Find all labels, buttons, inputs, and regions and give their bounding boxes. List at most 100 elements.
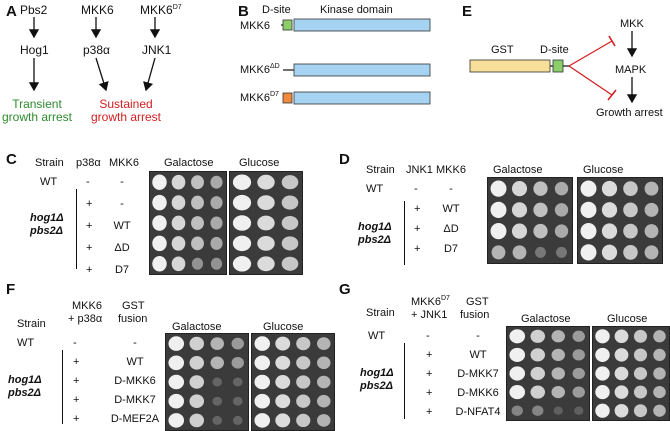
c-plate-galactose-colony [210, 236, 223, 250]
inhibit-line-mkk [568, 40, 613, 67]
f-header-mkk6: MKK6 [72, 300, 102, 312]
g-plate-glucose-colony [595, 347, 610, 362]
panelf-row-0-col1: - [73, 337, 77, 349]
c-plate-glucose-colony [232, 215, 252, 231]
g-plate-glucose-colony [633, 404, 648, 418]
f-plate-glucose-colony [317, 375, 331, 389]
f-plate-glucose-colony [254, 355, 271, 371]
panelc-row-4-col2: D7 [114, 264, 130, 276]
f-strain-hog1: hog1Δ [8, 374, 42, 386]
f-plate-glucose-colony [275, 394, 291, 409]
g-plate-glucose-colony [595, 329, 610, 344]
d-plate-galactose-colony [490, 180, 507, 197]
d-strain-hog1: hog1Δ [358, 221, 392, 233]
d-plate-glucose-colony [601, 202, 618, 218]
d-header-strain: Strain [366, 164, 395, 176]
c-plate-galactose-colony [171, 215, 186, 231]
construct-mkk6-d7: MKK6D7 [240, 91, 279, 104]
f-plate-galactose-colony [210, 356, 224, 370]
g-plate-galactose-colony [551, 330, 565, 343]
panelg-row-1-col1: + [426, 349, 433, 361]
gst-box [469, 59, 551, 73]
g-plate-glucose-colony [653, 367, 666, 380]
c-strain-hog1: hog1Δ [30, 212, 64, 224]
f-header-gst: GST [122, 300, 145, 312]
d-plate-glucose-colony [623, 223, 638, 239]
d-plate-galactose-colony [490, 223, 507, 240]
panel-e-letter: E [462, 3, 473, 20]
f-plate-galactose-colony [189, 375, 205, 389]
c-header-strain: Strain [35, 157, 64, 169]
d-bracket [404, 201, 405, 265]
f-plate-glucose-colony [254, 393, 271, 409]
paneld-row-2-col2: ΔD [443, 223, 459, 235]
f-plate-galactose-colony [232, 377, 243, 387]
g-header-mkk6d7: MKK6D7 [411, 295, 450, 308]
d-plate-galactose [487, 177, 573, 264]
f-plate-galactose-colony [232, 415, 243, 425]
d-plate-galactose-colony [556, 246, 567, 258]
g-plate-galactose [506, 326, 590, 421]
g-plate-glucose [592, 326, 670, 421]
g-plate-galactose-colony [572, 330, 585, 342]
c-plate-galactose-colony [171, 195, 186, 210]
panel-d-letter: D [339, 151, 350, 168]
g-plate-glucose-colony [653, 404, 666, 417]
paneld-row-3-col1: + [414, 243, 421, 255]
mkk-label: MKK [620, 18, 644, 30]
g-header-fusion: fusion [460, 309, 490, 321]
g-plate-galactose-colony [509, 347, 526, 362]
c-strain-pbs2: pbs2Δ [30, 225, 64, 237]
panelf-row-3-col2: D-MKK7 [114, 394, 156, 406]
c-plate-glucose-colony [257, 195, 275, 211]
d-plate-galactose-colony [511, 223, 528, 239]
arrow-jnk1-sustained [143, 57, 156, 92]
f-plate-glucose-colony [275, 336, 291, 351]
c-plate-glucose-colony [281, 175, 299, 190]
f-plate-glucose-colony [317, 394, 331, 408]
f-plate-galactose-colony [189, 355, 205, 370]
paneld-row-3-col2: D7 [443, 243, 459, 255]
panelg-row-0-col1: - [426, 330, 430, 342]
paneld-row-2-col1: + [414, 223, 421, 235]
g-header-galactose: Galactose [521, 313, 571, 325]
f-plate-glucose-colony [296, 375, 311, 389]
panelg-row-3-col1: + [426, 387, 433, 399]
c-header-galactose: Galactose [164, 157, 214, 169]
d-strain-wt: WT [366, 183, 384, 195]
g-plate-galactose-colony [532, 405, 544, 416]
d-plate-galactose-colony [533, 202, 548, 218]
g-plate-glucose-colony [595, 385, 610, 400]
panelc-row-0-col2: - [120, 176, 124, 188]
d-plate-galactose-colony [512, 245, 527, 260]
inhibit-bar-mapk [607, 89, 617, 101]
d-plate-glucose-colony [580, 223, 597, 240]
f-plate-galactose-colony [168, 355, 185, 371]
c-plate-glucose-colony [257, 174, 275, 190]
panelg-row-4-col1: + [426, 406, 433, 418]
c-plate-galactose [149, 171, 227, 275]
f-plate-glucose-colony [254, 374, 271, 390]
f-plate-galactose-colony [168, 336, 185, 351]
f-plate-galactose-colony [168, 374, 185, 390]
f-plate-galactose-colony [231, 356, 244, 369]
sustained-label-2: growth arrest [90, 110, 162, 124]
g-plate-galactose-colony [574, 406, 584, 415]
c-plate-galactose-colony [152, 256, 167, 272]
gst-dsite-box [552, 59, 564, 73]
c-plate-galactose-colony [191, 175, 204, 190]
f-plate-glucose-colony [317, 337, 331, 350]
g-plate-glucose-colony [653, 330, 666, 343]
d-plate-galactose-colony [511, 180, 528, 197]
c-plate-galactose-colony [191, 195, 204, 210]
panelc-row-3-col1: + [86, 242, 93, 254]
d-plate-galactose-colony [535, 246, 546, 258]
panel-a-letter: A [6, 3, 17, 20]
g-header-strain: Strain [366, 307, 395, 319]
d-plate-glucose-colony [580, 180, 597, 197]
hog1-label: Hog1 [20, 43, 49, 57]
g-header-jnk1: + JNK1 [411, 309, 448, 321]
g-strain-hog1: hog1Δ [360, 367, 394, 379]
g-header-gst: GST [466, 296, 489, 308]
